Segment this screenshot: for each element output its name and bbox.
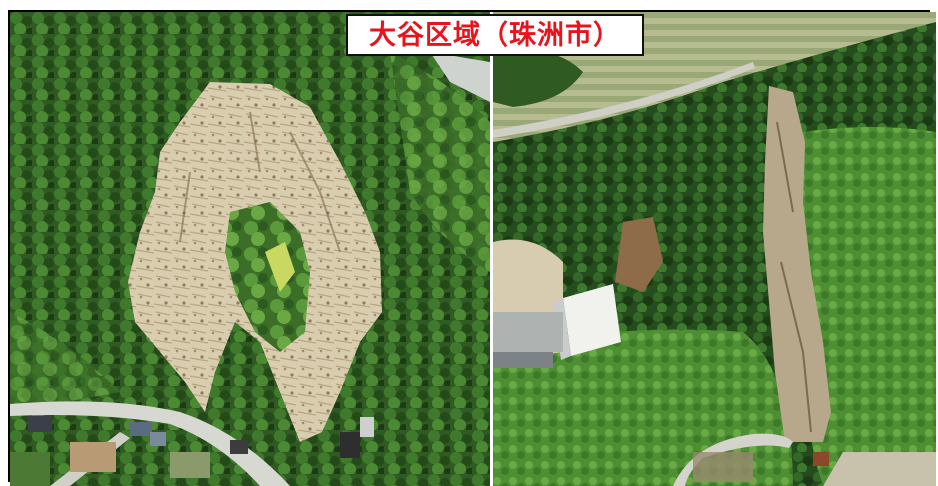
left-photo-illustration <box>10 12 490 486</box>
location-title-box: 大谷区域（珠洲市） <box>346 14 644 56</box>
left-photo <box>10 12 490 486</box>
right-photo <box>493 12 936 486</box>
photo-divider <box>490 12 493 486</box>
location-title: 大谷区域（珠洲市） <box>369 19 621 51</box>
right-photo-illustration <box>493 12 936 486</box>
